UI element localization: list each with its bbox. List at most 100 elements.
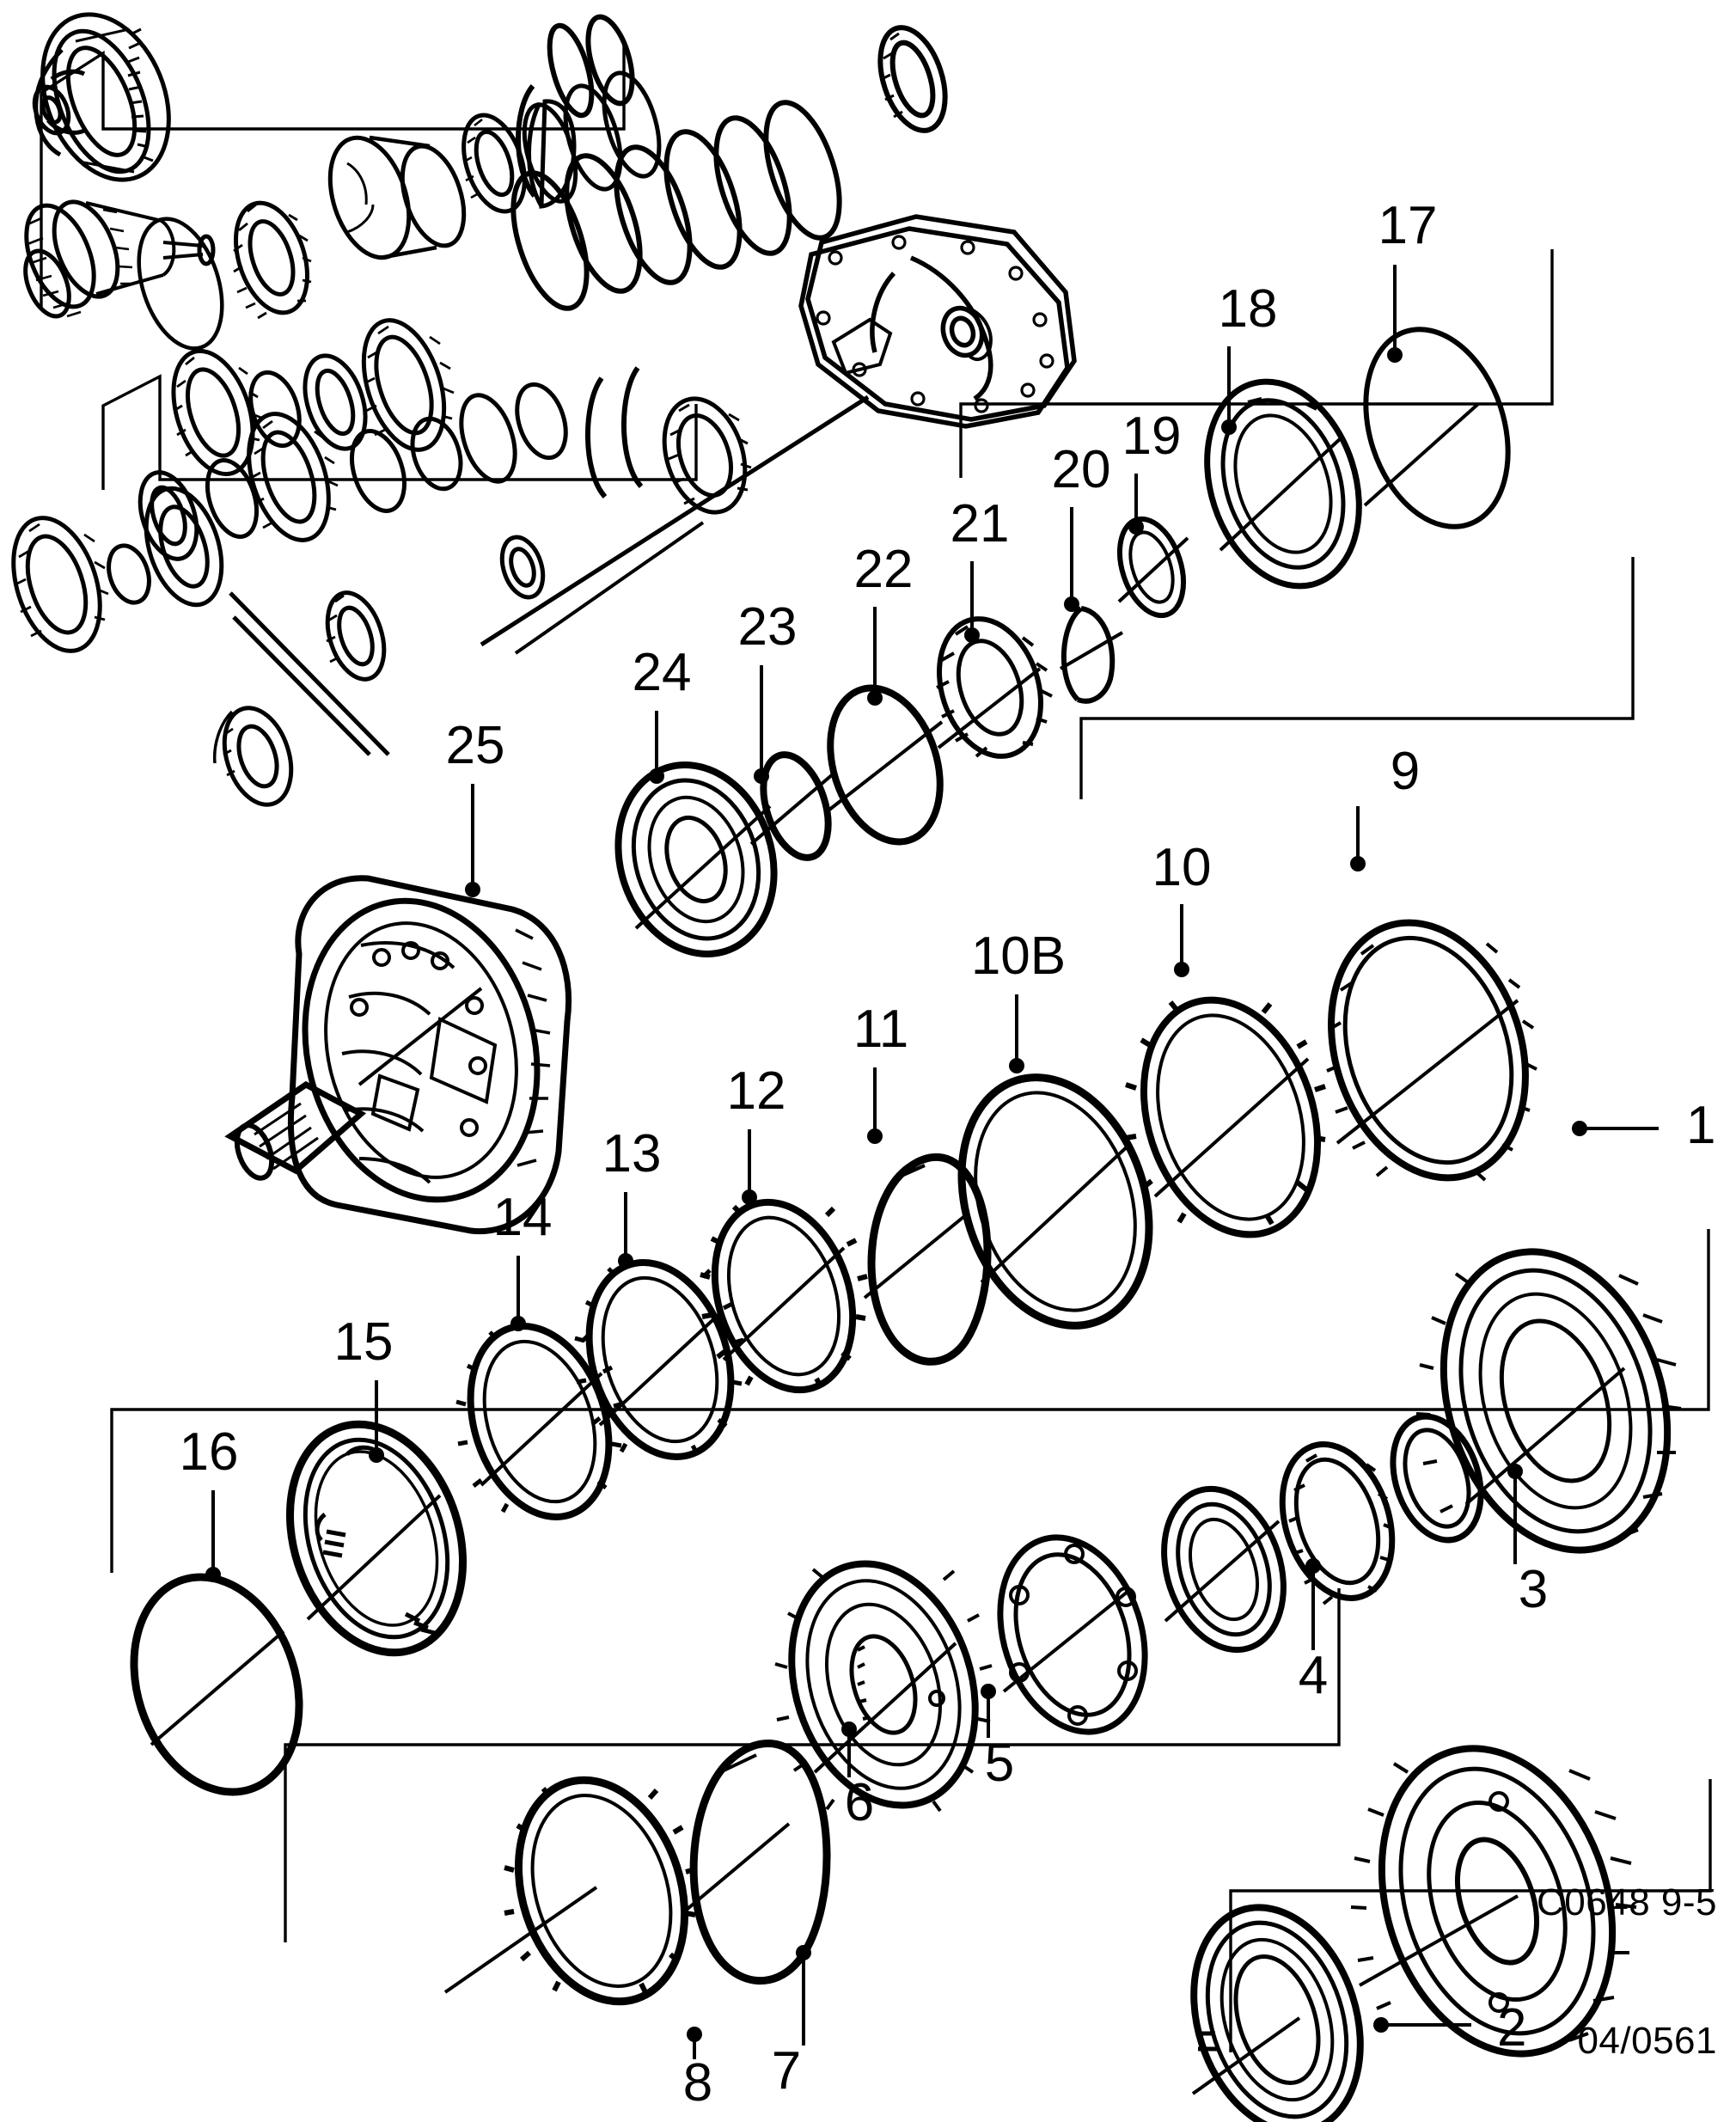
callout-23[interactable]: 23 [738, 597, 798, 784]
callout-25[interactable]: 25 [446, 716, 505, 897]
callout-6[interactable]: 6 [841, 1721, 874, 1832]
callout-9[interactable]: 9 [1350, 742, 1420, 871]
callout-anchor-dot [1174, 962, 1189, 977]
part-3-output-drum [1415, 1248, 1682, 1554]
callout-anchor-dot [1305, 1558, 1321, 1574]
callout-anchor-dot [867, 1128, 883, 1144]
callout-16[interactable]: 16 [180, 1422, 239, 1582]
callout-anchor-dot [1507, 1464, 1523, 1479]
callout-3[interactable]: 3 [1507, 1464, 1548, 1619]
part-9-splined-hub-ring [1326, 919, 1537, 1182]
part-4-bearings [1161, 1413, 1484, 1654]
ring-17-left [137, 217, 224, 351]
part-22-thrust-ring [823, 684, 944, 846]
part-5-thrust-plate [997, 1534, 1148, 1735]
part-1-final-drive-gear [1350, 1745, 1637, 2058]
callout-number-3: 3 [1519, 1560, 1548, 1619]
callout-4[interactable]: 4 [1299, 1558, 1328, 1705]
bracket-clutchpack [110, 1229, 1710, 1573]
callout-12[interactable]: 12 [727, 1061, 786, 1205]
callout-number-21: 21 [951, 494, 1010, 553]
callout-20[interactable]: 20 [1052, 440, 1111, 612]
input-shaft-and-pump-gear [325, 394, 870, 682]
callout-number-19: 19 [1122, 407, 1182, 466]
footer-revision-code: 04/0561 [1577, 2019, 1717, 2062]
callout-22[interactable]: 22 [854, 540, 914, 706]
callout-number-18: 18 [1219, 279, 1278, 339]
callout-anchor-dot [1064, 596, 1079, 612]
fourth-row-parts [11, 486, 294, 807]
callout-number-16: 16 [180, 1422, 239, 1482]
bracket-mid-left [101, 374, 698, 490]
callout-10B[interactable]: 10B [971, 926, 1066, 1073]
differential-assembly [32, 12, 171, 182]
transmission-housing [798, 214, 1077, 429]
callout-number-6: 6 [845, 1773, 874, 1832]
callout-layer: 1234567891010B11121314151617181920212223… [180, 196, 1716, 2113]
part-2-bearing-race [1190, 1904, 1364, 2122]
callout-8[interactable]: 8 [683, 2027, 712, 2113]
callout-number-8: 8 [683, 2053, 712, 2113]
snapring-upper [516, 14, 948, 198]
callout-19[interactable]: 19 [1122, 407, 1182, 535]
part-20-seal-ring [1059, 606, 1124, 704]
part-15-piston-assembly [285, 1420, 468, 1657]
callout-anchor-dot [841, 1721, 857, 1737]
section-pointer-lines [229, 591, 390, 756]
callout-7[interactable]: 7 [772, 1945, 811, 2101]
callout-number-2: 2 [1497, 1998, 1526, 2058]
callout-13[interactable]: 13 [602, 1124, 662, 1269]
callout-number-12: 12 [727, 1061, 786, 1121]
part-24-oil-pump [614, 761, 778, 957]
callout-2[interactable]: 2 [1373, 1998, 1526, 2058]
part-16-oring [130, 1573, 303, 1796]
callout-number-14: 14 [493, 1188, 553, 1247]
callout-number-22: 22 [854, 540, 914, 599]
callout-10[interactable]: 10 [1152, 838, 1212, 977]
callout-anchor-dot [754, 768, 769, 784]
callout-number-13: 13 [602, 1124, 662, 1183]
callout-number-10B: 10B [971, 926, 1066, 986]
callout-11[interactable]: 11 [853, 1000, 908, 1144]
callout-21[interactable]: 21 [951, 494, 1010, 643]
callout-1[interactable]: 1 [1572, 1096, 1715, 1155]
callout-18[interactable]: 18 [1219, 279, 1278, 435]
callout-number-1: 1 [1686, 1096, 1715, 1155]
clutch-ring-row-1 [510, 100, 842, 311]
callout-15[interactable]: 15 [334, 1312, 394, 1463]
callout-14[interactable]: 14 [493, 1188, 553, 1331]
callout-number-24: 24 [633, 643, 692, 702]
input-shaft-gear-cluster [23, 199, 216, 319]
callout-number-15: 15 [334, 1312, 394, 1372]
callout-number-17: 17 [1378, 196, 1438, 255]
part-18-pump-ring [1204, 378, 1362, 590]
footer-drawing-number: C0648 9-5 [1537, 1880, 1717, 1923]
callout-number-25: 25 [446, 716, 505, 775]
callout-anchor-dot [1572, 1121, 1587, 1136]
part-23-thrust-washer [749, 751, 835, 861]
callout-anchor-dot [465, 882, 480, 897]
callout-anchor-dot [1128, 519, 1144, 535]
callout-number-10: 10 [1152, 838, 1212, 897]
callout-5[interactable]: 5 [981, 1684, 1014, 1793]
callout-24[interactable]: 24 [633, 643, 692, 784]
bracket-right-lower [1079, 557, 1635, 799]
splined-hub-a [233, 200, 312, 320]
part-14-clutch-disc [455, 1323, 624, 1520]
part-10-steel-plate [1125, 996, 1326, 1238]
part-19-seal-ring [1117, 516, 1189, 619]
callout-anchor-dot [687, 2027, 702, 2042]
callout-number-4: 4 [1299, 1646, 1328, 1705]
callout-anchor-dot [1350, 856, 1366, 871]
drawing-footer: C0648 9-5 04/0561 [1537, 1787, 1717, 2110]
bracket-bottom-left [284, 1588, 1341, 1942]
callout-anchor-dot [796, 1945, 811, 1960]
callout-anchor-dot [1373, 2017, 1389, 2033]
third-row-parts [138, 366, 644, 561]
callout-anchor-dot [1009, 1058, 1024, 1073]
callout-17[interactable]: 17 [1378, 196, 1438, 363]
callout-anchor-dot [1387, 347, 1403, 363]
callout-number-7: 7 [772, 2041, 801, 2101]
part-8-clutch-plate [443, 1776, 696, 2006]
callout-anchor-dot [742, 1189, 757, 1205]
